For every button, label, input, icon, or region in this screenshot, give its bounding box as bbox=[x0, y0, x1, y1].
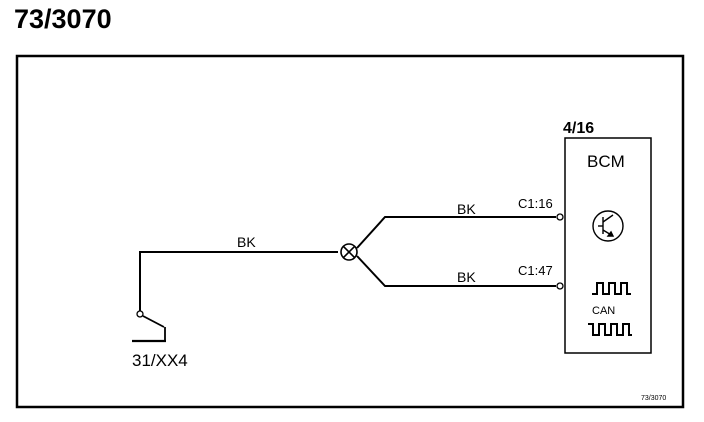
pin-c1-16 bbox=[556, 213, 564, 221]
ground-icon bbox=[132, 310, 166, 343]
can-signal-icon-top bbox=[592, 282, 631, 295]
ground-label: 31/XX4 bbox=[132, 351, 188, 370]
bcm-module-box bbox=[564, 137, 652, 354]
ground-wire-color: BK bbox=[237, 234, 256, 250]
pin-c1-47 bbox=[556, 282, 564, 290]
module-name: BCM bbox=[587, 152, 625, 171]
wire-c1-16-color: BK bbox=[457, 201, 476, 217]
figure-ref: 73/3070 bbox=[641, 395, 666, 402]
wire-c1-47 bbox=[356, 255, 556, 287]
can-label: CAN bbox=[592, 305, 615, 317]
pin-c1-47-label: C1:47 bbox=[518, 263, 553, 278]
transistor-icon bbox=[592, 210, 624, 242]
page-title: 73/3070 bbox=[14, 4, 112, 34]
ground-wire bbox=[139, 251, 338, 312]
splice-icon bbox=[340, 243, 358, 261]
pin-c1-16-label: C1:16 bbox=[518, 196, 553, 211]
wire-c1-47-color: BK bbox=[457, 269, 476, 285]
wire-c1-16 bbox=[356, 216, 556, 249]
diagram-frame bbox=[15, 54, 685, 409]
module-number: 4/16 bbox=[563, 120, 594, 137]
can-signal-icon-bottom bbox=[588, 323, 632, 336]
